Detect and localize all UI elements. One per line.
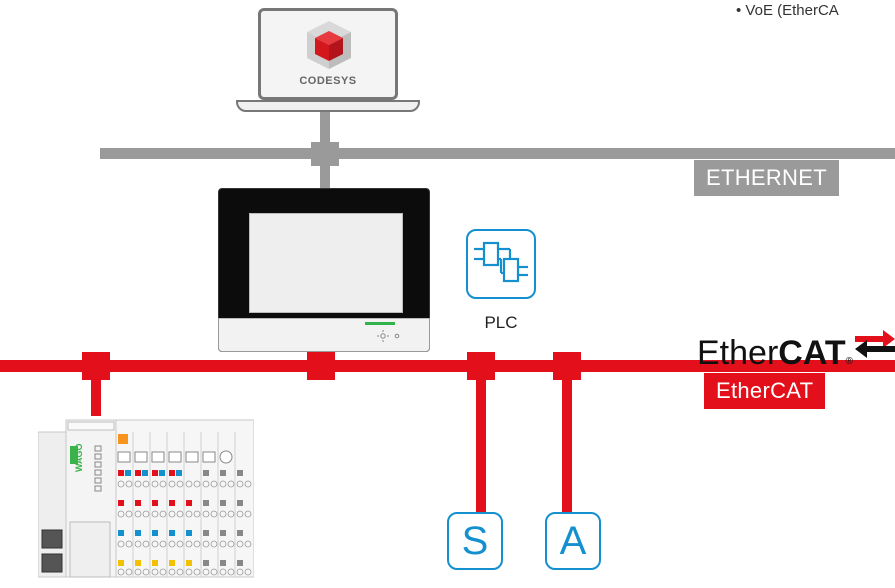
ethercat-label: EtherCAT xyxy=(704,373,826,409)
voe-bullet-note: • VoE (EtherCA xyxy=(736,2,839,19)
brightness-sensor-icon xyxy=(377,330,400,342)
s-node-drop xyxy=(476,372,486,512)
ethercat-arrows-icon xyxy=(855,330,895,358)
a-node-drop xyxy=(562,372,572,512)
svg-text:WAGO: WAGO xyxy=(74,444,84,473)
ethernet-label: ETHERNET xyxy=(694,160,839,196)
ethercat-logo-plain: Ether xyxy=(697,334,779,372)
codesys-cube-icon xyxy=(307,21,351,69)
laptop-screen: CODESYS xyxy=(258,8,398,100)
terminal-rows xyxy=(117,432,252,577)
laptop-base xyxy=(236,100,420,112)
hmi-bezel xyxy=(218,318,430,352)
codesys-logo-text: CODESYS xyxy=(299,75,357,87)
ethernet-junction xyxy=(311,142,339,166)
hmi-panel-controller xyxy=(218,188,430,352)
plc-label: PLC xyxy=(484,313,518,332)
ethercat-logo-bold: CAT xyxy=(778,334,846,372)
status-led-icon xyxy=(365,322,395,325)
ethercat-bus-line xyxy=(0,360,895,372)
trademark-symbol: ® xyxy=(845,356,853,367)
sensor-node: S xyxy=(447,512,503,570)
actuator-node: A xyxy=(545,512,601,570)
ethercat-junction-hmi xyxy=(307,352,335,380)
wago-io-module: WAGO xyxy=(38,419,254,578)
ethernet-bus-line xyxy=(100,148,895,159)
ethercat-logo: EtherCAT® xyxy=(697,334,853,373)
hmi-screen xyxy=(249,213,403,313)
plc-block-icon xyxy=(466,229,536,299)
wago-ethercat-drop xyxy=(91,372,101,416)
